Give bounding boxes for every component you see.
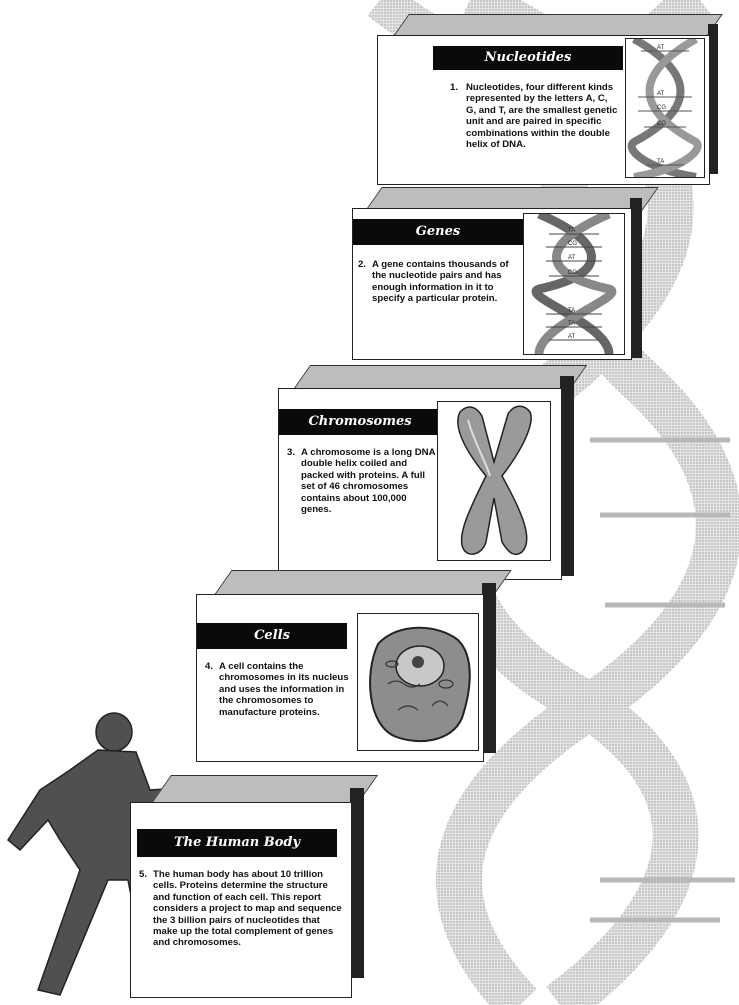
dna-gene-segment-icon: TA CG AT CG TA TA AT	[523, 213, 625, 355]
pair-label: TA	[568, 321, 575, 327]
step-description: 5. The human body has about 10 trillion …	[139, 869, 344, 949]
step-text: A cell contains the chromosomes in its n…	[219, 661, 353, 718]
pair-label: AT	[568, 334, 576, 340]
chromosome-icon	[437, 401, 551, 561]
pair-label: CG	[657, 121, 666, 127]
box-side	[560, 376, 574, 576]
step-title: Genes	[353, 219, 523, 245]
box-front: Cells 4. A cell contains the chromosomes…	[196, 594, 484, 762]
pair-label: TA	[657, 159, 664, 165]
box-front: Chromosomes 3. A chromosome is a long DN…	[278, 388, 562, 580]
box-side	[350, 788, 364, 978]
step-description: 1. Nucleotides, four different kinds rep…	[450, 82, 620, 150]
box-front: Nucleotides 1. Nucleotides, four differe…	[377, 35, 710, 185]
pair-label: CG	[657, 105, 666, 111]
step-number: 4.	[205, 661, 213, 672]
pair-label: AT	[657, 45, 665, 51]
cell-icon	[357, 613, 479, 751]
dna-double-helix-icon: AT AT CG CG TA	[625, 38, 705, 178]
step-text: Nucleotides, four different kinds repres…	[466, 82, 620, 150]
step-number: 5.	[139, 869, 147, 880]
step-title: Cells	[197, 623, 347, 649]
step-description: 4. A cell contains the chromosomes in it…	[205, 661, 353, 718]
box-top	[150, 775, 378, 805]
pair-label: CG	[568, 241, 577, 247]
step-text: The human body has about 10 trillion cel…	[153, 869, 344, 949]
step-number: 3.	[287, 447, 295, 458]
step-title: The Human Body	[137, 829, 337, 857]
pair-label: AT	[568, 255, 576, 261]
box-front: Genes 2. A gene contains thousands of th…	[352, 208, 632, 360]
pair-label: TA	[568, 308, 575, 314]
step-text: A gene contains thousands of the nucleot…	[372, 259, 523, 305]
step-number: 1.	[450, 82, 458, 93]
step-description: 2. A gene contains thousands of the nucl…	[358, 259, 523, 305]
pair-label: AT	[657, 91, 665, 97]
step-number: 2.	[358, 259, 366, 270]
box-front: The Human Body 5. The human body has abo…	[130, 802, 352, 998]
step-title: Chromosomes	[279, 409, 441, 435]
pair-label: TA	[568, 228, 575, 234]
box-side	[482, 583, 496, 753]
pair-label: CG	[568, 270, 577, 276]
step-text: A chromosome is a long DNA double helix …	[301, 447, 437, 515]
step-title: Nucleotides	[433, 46, 623, 70]
step-description: 3. A chromosome is a long DNA double hel…	[287, 447, 437, 515]
